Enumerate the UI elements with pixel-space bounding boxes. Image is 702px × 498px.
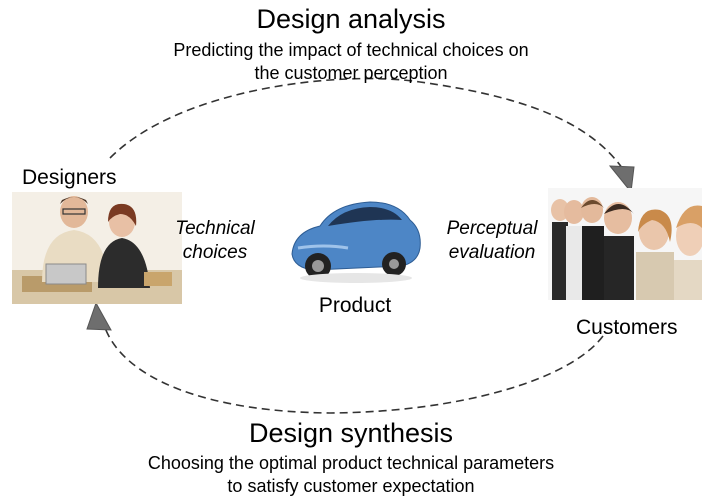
design-analysis-subtitle: Predicting the impact of technical choic… <box>173 39 528 85</box>
bottom-dashed-arc <box>102 321 604 414</box>
customers-label: Customers <box>576 316 678 339</box>
design-synthesis-subtitle-line: to satisfy customer expectation <box>227 476 475 496</box>
top-arrowhead <box>608 165 635 194</box>
customers-image <box>548 188 702 300</box>
designers-label: Designers <box>22 166 117 189</box>
design-synthesis-subtitle-line: Choosing the optimal product technical p… <box>147 453 555 473</box>
designers-image <box>12 192 182 304</box>
design-synthesis-title: Design synthesis <box>248 418 454 448</box>
perceptual-evaluation-line: Perceptual <box>446 218 538 239</box>
bottom-arrowhead <box>86 301 112 331</box>
top-dashed-arc <box>109 77 626 173</box>
technical-choices-label: Technical choices <box>175 217 255 265</box>
product-car-image <box>284 190 426 286</box>
product-label: Product <box>318 294 392 317</box>
technical-choices-line: choices <box>182 242 248 263</box>
design-analysis-title: Design analysis <box>256 4 446 34</box>
perceptual-evaluation-line: evaluation <box>448 242 536 263</box>
design-analysis-subtitle-line: Predicting the impact of technical choic… <box>173 40 529 60</box>
design-analysis-subtitle-line: the customer perception <box>254 63 448 83</box>
technical-choices-line: Technical <box>175 218 255 239</box>
perceptual-evaluation-label: Perceptual evaluation <box>447 217 538 265</box>
design-synthesis-subtitle: Choosing the optimal product technical p… <box>148 452 554 498</box>
